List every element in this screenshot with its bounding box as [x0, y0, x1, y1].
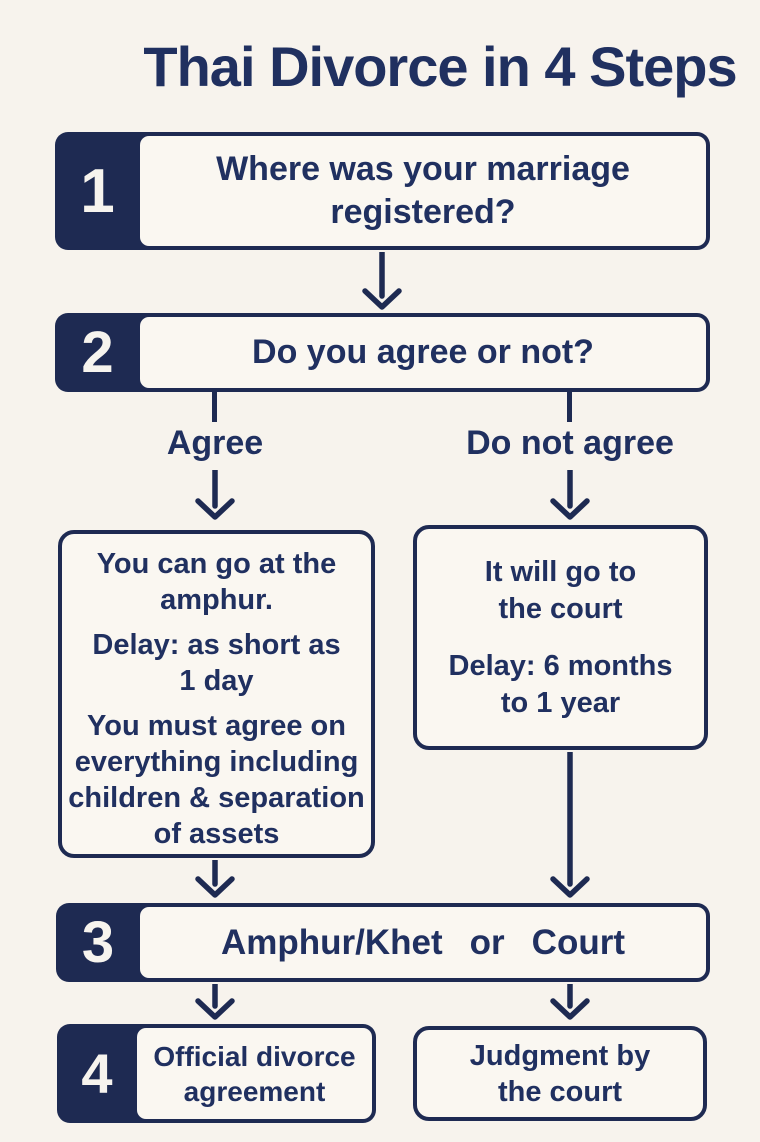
step-3-number-tab: 3	[81, 910, 115, 975]
step-1-number-tab: 1	[80, 156, 115, 226]
step-3-or: or	[469, 922, 505, 962]
step-3-row: 3 Amphur/Khet or Court	[56, 903, 710, 982]
branch-label-agree: Agree	[166, 424, 264, 462]
agree-branch-line	[212, 392, 217, 422]
step-4-agreement-text: Official divorce agreement	[137, 1028, 372, 1119]
disagree-outcome-box: It will go to the court Delay: 6 months …	[413, 525, 708, 750]
agree-outcome-box: You can go at the amphur. Delay: as shor…	[58, 530, 375, 858]
arrow-down-icon	[550, 984, 590, 1020]
step-4-judgment-box: Judgment by the court	[413, 1026, 707, 1121]
step-3-options: Amphur/Khet or Court	[140, 907, 706, 978]
arrow-down-icon	[195, 860, 235, 898]
step-2-row: 2 Do you agree or not?	[55, 313, 710, 392]
disagree-delay-text: Delay: 6 months to 1 year	[448, 649, 673, 719]
page-title: Thai Divorce in 4 Steps	[143, 35, 737, 98]
step-4-number-tab: 4	[81, 1042, 113, 1105]
arrow-down-icon	[195, 470, 235, 520]
step-4-row: 4 Official divorce agreement	[57, 1024, 376, 1123]
agree-outcome-text: You can go at the amphur.	[96, 548, 337, 616]
arrow-down-icon	[362, 252, 402, 310]
arrow-down-icon	[550, 752, 590, 898]
step-2-question: Do you agree or not?	[140, 317, 706, 388]
agree-condition-text: You must agree on everything including c…	[68, 710, 365, 850]
branch-label-disagree: Do not agree	[466, 424, 674, 462]
disagree-outcome-text: It will go to the court	[484, 555, 637, 625]
step-3-option-court: Court	[531, 922, 625, 962]
arrow-down-icon	[550, 470, 590, 520]
step-1-row: 1 Where was your marriage registered?	[55, 132, 710, 250]
agree-delay-text: Delay: as short as 1 day	[92, 629, 341, 697]
step-2-number-tab: 2	[81, 320, 114, 385]
disagree-branch-line	[567, 392, 572, 422]
step-1-question: Where was your marriage registered?	[140, 136, 706, 246]
arrow-down-icon	[195, 984, 235, 1020]
step-3-option-amphur: Amphur/Khet	[221, 922, 443, 962]
